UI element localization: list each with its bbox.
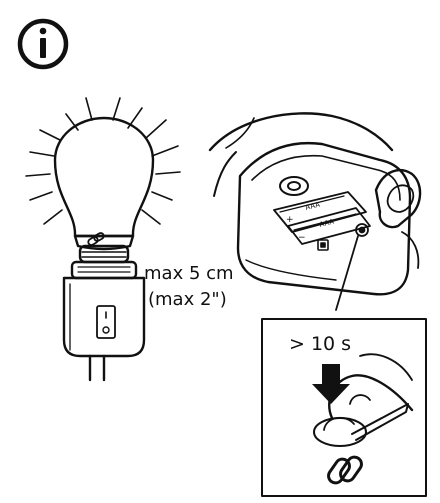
leader-line xyxy=(335,235,359,311)
thumbnail xyxy=(386,184,415,213)
bulb-socket xyxy=(62,276,146,358)
thumb-outline xyxy=(374,169,422,229)
pairing-button-icon xyxy=(355,223,369,237)
link-icon xyxy=(327,455,363,485)
pin-tool xyxy=(313,403,409,447)
hold-time-label: > 10 s xyxy=(289,333,352,355)
battery-2-label: AAA xyxy=(319,218,335,229)
link-icon xyxy=(87,232,105,246)
battery-minus-label: − xyxy=(298,233,306,243)
battery-1-label: AAA xyxy=(305,201,321,212)
finger-outline xyxy=(328,374,414,420)
info-icon xyxy=(17,18,69,70)
bulb-base xyxy=(70,244,138,280)
battery-plus-label: + xyxy=(286,215,294,225)
hand-holding-remote: AAA AAA + − xyxy=(208,112,422,296)
battery-compartment xyxy=(273,191,371,245)
distance-metric-label: max 5 cm xyxy=(144,263,234,284)
socket-switch-icon xyxy=(96,305,116,339)
light-bulb xyxy=(25,97,181,382)
detail-box xyxy=(261,318,427,497)
remote-body xyxy=(236,142,412,296)
distance-imperial-label: (max 2") xyxy=(148,289,227,310)
bulb-glass xyxy=(53,116,155,238)
remote-button-icon xyxy=(279,176,309,196)
remote-switch-icon xyxy=(317,239,329,251)
hand-outline xyxy=(208,112,394,152)
bulb-neck xyxy=(73,234,135,251)
